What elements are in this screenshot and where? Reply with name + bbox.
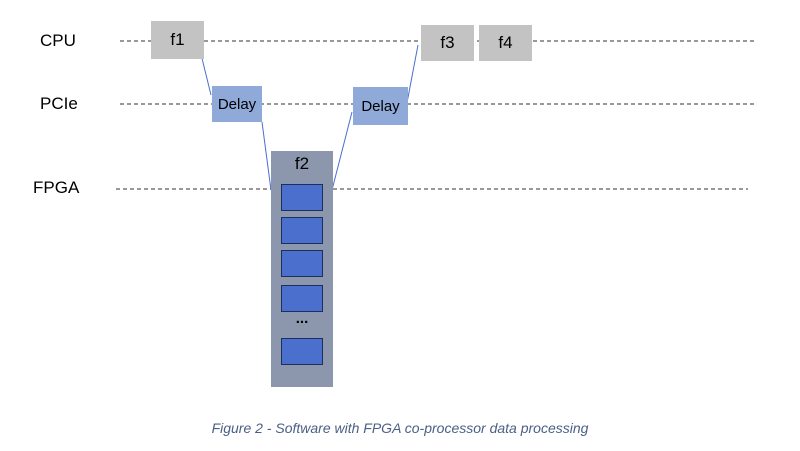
f1-box: f1 [151, 21, 204, 59]
f4-box: f4 [479, 25, 532, 61]
f2-fpga-column: f2 ... [271, 151, 333, 387]
delay-box-inbound: Delay [212, 86, 262, 122]
fpga-processing-block [281, 285, 323, 312]
fpga-lane-label: FPGA [33, 178, 80, 197]
f2-to-delay-connector [331, 111, 353, 191]
pcie-lane-label: PCIe [40, 94, 78, 113]
fpga-processing-block [281, 338, 323, 365]
fpga-blocks-ellipsis: ... [295, 310, 309, 327]
f3-box: f3 [421, 25, 474, 61]
fpga-processing-block [281, 250, 323, 277]
delay-to-f3-connector [405, 44, 419, 109]
f2-label: f2 [294, 154, 310, 173]
delay-box-outbound: Delay [353, 87, 408, 125]
cpu-lane-label: CPU [40, 31, 76, 50]
fpga-processing-block [281, 217, 323, 244]
figure-caption: Figure 2 - Software with FPGA co-process… [211, 420, 589, 436]
delay-to-f2-connector [261, 121, 272, 191]
fpga-processing-block [281, 184, 323, 211]
